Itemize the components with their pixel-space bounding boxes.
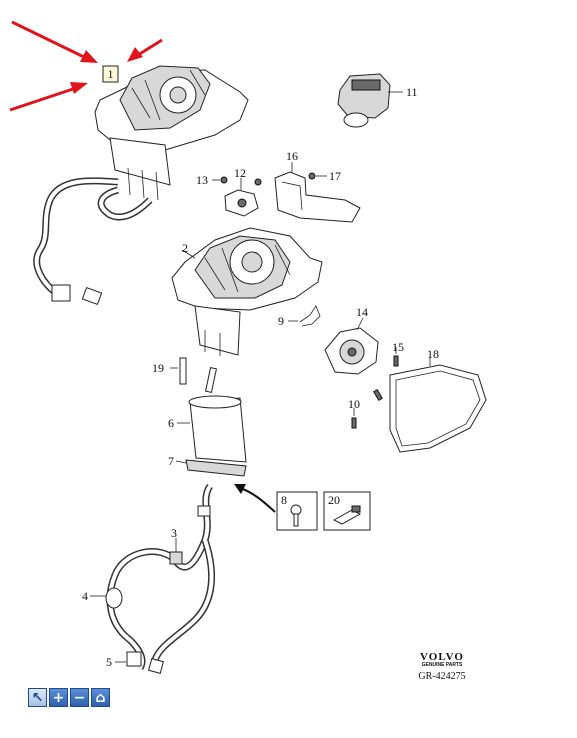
callout-14: 14 [356,305,368,319]
part-2-housing: 2 [171,227,323,356]
pointer-arrow-to-gasket [234,484,276,513]
callout-8: 8 [281,493,287,507]
callout-9: 9 [278,314,284,328]
callout-20: 20 [328,493,340,507]
callout-15: 15 [392,340,404,354]
part-16-bracket: 16 [274,149,361,223]
home-icon[interactable]: ⌂ [91,688,110,707]
part-6-cover: 6 [168,395,247,463]
mirror-housing-assembly-top [94,65,249,201]
callout-1: 1 [108,67,114,81]
part-15-screw: 15 [392,340,404,367]
part-17-screw: 17 [308,169,341,183]
cable-harness-bottom [106,483,216,670]
part-14-adjuster: 14 [324,305,379,375]
callout-3: 3 [171,526,177,540]
part-10-screw: 10 [348,388,383,429]
callout-11: 11 [406,85,418,99]
cable-harness-top [33,177,153,306]
callout-18: 18 [427,347,439,361]
callout-13: 13 [196,173,208,187]
brand-name: VOLVO [420,651,464,663]
zoom-out-icon[interactable]: − [70,688,89,707]
callout-19: 19 [152,361,164,375]
part-20-box: 20 [323,491,371,531]
callout-10: 10 [348,397,360,411]
callout-1-box: 1 [102,65,119,83]
part-19-bolts: 19 [152,357,218,393]
part-7-gasket: 7 [168,454,247,477]
callout-17: 17 [329,169,341,183]
brand-subtitle: GENUINE PARTS [421,662,463,668]
brand-block: VOLVO GENUINE PARTS GR-424275 [409,651,475,682]
callout-4: 4 [82,589,88,603]
callout-16: 16 [286,149,298,163]
callout-5: 5 [106,655,112,669]
part-11-actuator: 11 [337,73,418,128]
zoom-in-icon[interactable]: + [49,688,68,707]
part-13-screw: 13 [196,173,262,187]
part-9-spring: 9 [278,305,321,328]
diagram-code: GR-424275 [418,671,466,682]
part-5-connector: 5 [106,651,164,674]
part-18-mirror-glass: 18 [389,347,487,453]
cursor-icon[interactable]: ↖ [28,688,47,707]
callout-6: 6 [168,416,174,430]
part-8-box: 8 [276,491,318,531]
part-3-clip: 3 [169,526,183,565]
highlight-arrows [9,20,163,112]
callout-12: 12 [234,166,246,180]
callout-2: 2 [182,241,188,255]
part-12-clip: 12 [224,166,259,217]
part-4-grommet: 4 [82,587,123,609]
viewer-toolbar: ↖ + − ⌂ [28,688,110,707]
callout-7: 7 [168,454,174,468]
